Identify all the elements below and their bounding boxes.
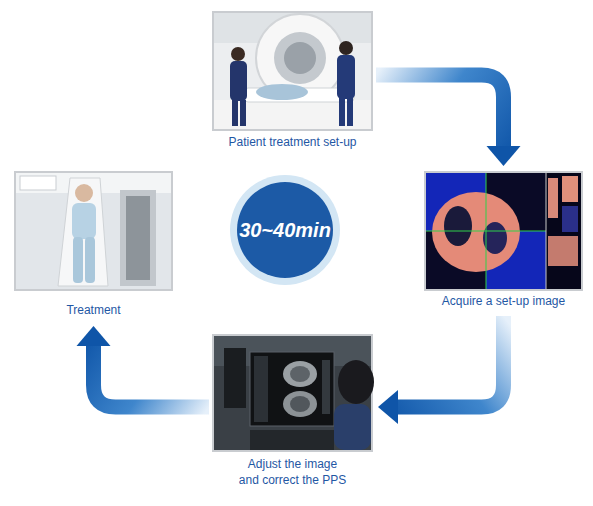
step-box: Treatment <box>15 172 172 320</box>
flow-arrow <box>376 75 521 166</box>
treatment-photo <box>14 171 173 291</box>
circle-ring <box>230 175 340 285</box>
step-caption: Patient treatment set-up <box>213 134 372 150</box>
step-caption: Treatment <box>15 302 172 318</box>
setup-photo <box>212 11 373 131</box>
ct-image-photo <box>424 171 583 291</box>
duration-label: 30~40min <box>229 174 341 286</box>
arrow-shaft <box>398 316 504 407</box>
flow-arrow <box>378 316 504 424</box>
step-box: Acquire a set-up image <box>425 172 582 312</box>
arrow-shaft <box>376 75 504 146</box>
arrow-head <box>487 146 521 166</box>
arrow-head <box>378 390 398 424</box>
flow-arrow <box>77 326 210 407</box>
arrow-shaft <box>94 346 210 407</box>
arrow-head <box>77 326 111 346</box>
step-caption: Acquire a set-up image <box>425 293 582 309</box>
step-caption: Adjust the image and correct the PPS <box>238 456 348 488</box>
console-photo <box>212 334 374 452</box>
duration-circle: 30~40min <box>229 174 341 286</box>
step-box: Patient treatment set-up <box>213 12 372 162</box>
step-box: Adjust the image and correct the PPS <box>213 335 372 495</box>
